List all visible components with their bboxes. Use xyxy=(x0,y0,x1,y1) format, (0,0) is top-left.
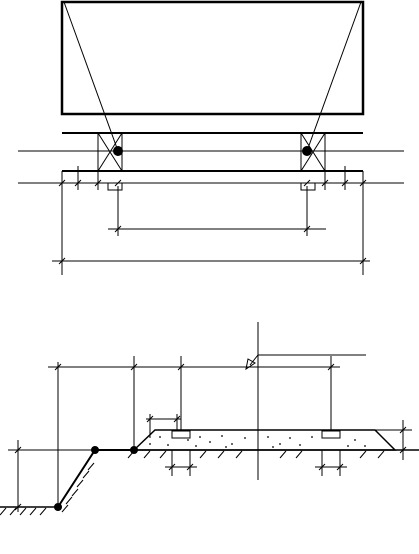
dim-overall-tick-right xyxy=(359,257,367,265)
right-pivot-point xyxy=(302,146,312,156)
ground-hatching xyxy=(0,450,385,516)
dim-embank-tick-2 xyxy=(14,503,22,511)
left-bogie-diag-2 xyxy=(97,132,123,172)
dim-ballast-depth-tick-2 xyxy=(399,446,407,454)
right-bogie-diag-2 xyxy=(300,132,326,172)
ballast-toe-point xyxy=(130,446,138,454)
dim-ballast-depth-tick-1 xyxy=(399,426,407,434)
vehicle-body xyxy=(60,0,365,116)
left-rail xyxy=(171,430,191,439)
dim-pivot-tick-right xyxy=(303,225,311,233)
leader-arrowhead xyxy=(245,358,256,371)
embankment-slope xyxy=(57,449,134,508)
dim-cross-tick-4 xyxy=(327,363,335,371)
bottom-cross-section-view xyxy=(0,322,419,516)
embankment-toe-point xyxy=(54,503,62,511)
dim-cross-tick-3 xyxy=(177,363,185,371)
dim-shoulder-tick-1 xyxy=(146,415,154,423)
ref-line-ticks xyxy=(58,179,367,187)
rail-base-ticks xyxy=(168,463,344,471)
dim-embank-tick-1 xyxy=(14,446,22,454)
left-notch xyxy=(107,183,123,191)
ballast-texture xyxy=(149,435,366,448)
left-pivot-point xyxy=(113,146,123,156)
right-rail xyxy=(321,430,341,439)
dim-pivot-tick-left xyxy=(114,225,122,233)
leader-line xyxy=(249,354,366,366)
right-notch xyxy=(300,183,316,191)
top-elevation-view xyxy=(18,0,404,275)
dim-overall-tick-left xyxy=(58,257,66,265)
dim-cross-tick-1 xyxy=(54,363,62,371)
dim-cross-tick-2 xyxy=(130,363,138,371)
left-sight-line xyxy=(63,1,119,152)
dim-shoulder-tick-2 xyxy=(173,415,181,423)
right-sight-line xyxy=(306,1,362,152)
